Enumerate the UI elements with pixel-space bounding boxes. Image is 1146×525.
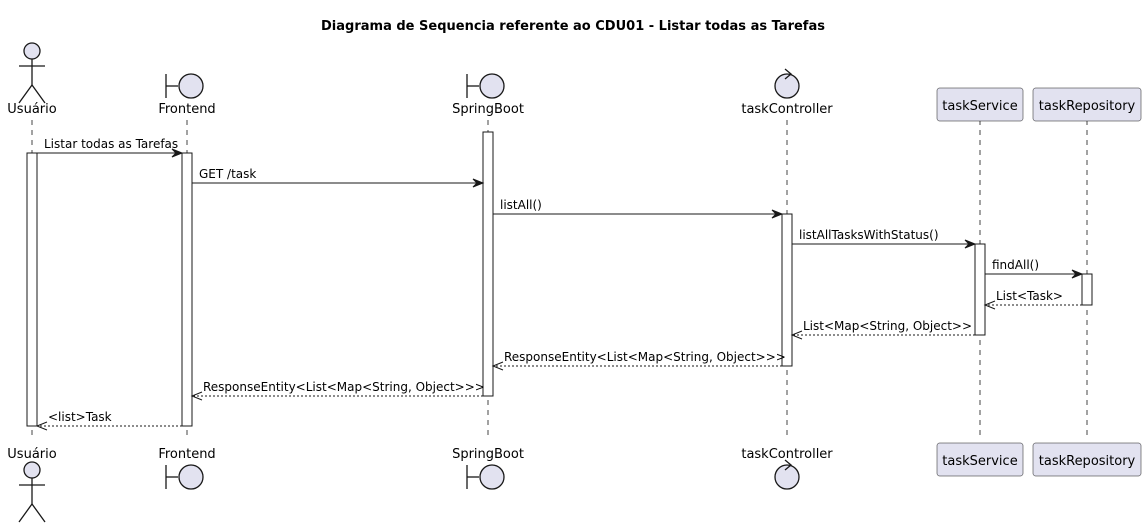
usuario-bottom-actor-legs xyxy=(18,502,46,523)
message-7-arrowhead xyxy=(790,330,803,340)
message-5-label: findAll() xyxy=(992,258,1039,272)
message-7-label: List<Map<String, Object>> xyxy=(803,319,972,333)
taskcontroller-top-control-arrow xyxy=(784,68,793,80)
usuario-top-actor-legs xyxy=(18,83,46,104)
message-5-arrowhead xyxy=(1071,269,1084,279)
message-8: ResponseEntity<List<Map<String, Object>>… xyxy=(491,350,786,371)
message-6-arrowhead xyxy=(983,300,996,310)
message-10-label: <list>Task xyxy=(48,410,112,424)
message-2-arrowhead xyxy=(472,178,485,188)
message-9-label: ResponseEntity<List<Map<String, Object>>… xyxy=(203,380,485,394)
taskcontroller-bottom-control-circle xyxy=(774,464,800,490)
taskservice-top-box xyxy=(936,87,1024,122)
message-3-label: listAll() xyxy=(500,198,542,212)
usuario-bottom-actor-head xyxy=(23,461,41,479)
frontend-top-boundary-circle xyxy=(178,73,204,99)
message-6: List<Task> xyxy=(983,289,1082,310)
participant-taskservice-top: taskService xyxy=(936,87,1024,122)
springboot-bottom-boundary-circle xyxy=(479,464,505,490)
message-9-arrowhead xyxy=(190,391,203,401)
participant-usuario-bottom: Usuário xyxy=(7,447,57,523)
message-9: ResponseEntity<List<Map<String, Object>>… xyxy=(190,380,485,401)
taskrepository-top-label: taskRepository xyxy=(1039,99,1136,114)
participant-springboot-top: SpringBoot xyxy=(452,73,524,117)
message-2: GET /task xyxy=(192,167,485,188)
diagram-title: Diagrama de Sequencia referente ao CDU01… xyxy=(321,19,825,34)
taskcontroller-bottom-control-arrow xyxy=(784,459,793,471)
message-4: listAllTasksWithStatus() xyxy=(792,228,977,249)
message-4-arrowhead xyxy=(964,239,977,249)
participant-frontend-bottom: Frontend xyxy=(158,447,216,490)
message-4-label: listAllTasksWithStatus() xyxy=(799,228,939,242)
message-3: listAll() xyxy=(493,198,784,219)
springboot-top-label: SpringBoot xyxy=(452,102,524,117)
activation-taskservice xyxy=(974,243,986,336)
activation-springboot xyxy=(482,131,494,397)
springboot-top-boundary-circle xyxy=(479,73,505,99)
message-8-arrowhead xyxy=(491,361,504,371)
participant-usuario-top: Usuário xyxy=(7,42,57,117)
taskrepository-bottom-label: taskRepository xyxy=(1039,454,1136,469)
message-8-label: ResponseEntity<List<Map<String, Object>>… xyxy=(504,350,786,364)
activation-frontend xyxy=(181,152,193,427)
message-10-arrowhead xyxy=(35,421,48,431)
usuario-top-actor-head xyxy=(23,42,41,60)
taskrepository-bottom-box xyxy=(1032,442,1142,477)
participant-taskservice-bottom: taskService xyxy=(936,442,1024,477)
taskrepository-top-box xyxy=(1032,87,1142,122)
participant-taskrepository-top: taskRepository xyxy=(1032,87,1142,122)
participant-taskcontroller-bottom: taskController xyxy=(741,447,833,490)
message-10: <list>Task xyxy=(35,410,182,431)
participant-frontend-top: Frontend xyxy=(158,73,216,117)
frontend-bottom-label: Frontend xyxy=(158,447,215,462)
frontend-bottom-boundary-circle xyxy=(178,464,204,490)
message-1-arrowhead xyxy=(171,148,184,158)
taskcontroller-top-label: taskController xyxy=(741,102,833,117)
message-3-arrowhead xyxy=(771,209,784,219)
frontend-top-label: Frontend xyxy=(158,102,215,117)
taskservice-bottom-box xyxy=(936,442,1024,477)
message-6-label: List<Task> xyxy=(996,289,1063,303)
taskservice-top-label: taskService xyxy=(942,99,1017,114)
taskcontroller-bottom-label: taskController xyxy=(741,447,833,462)
participant-springboot-bottom: SpringBoot xyxy=(452,447,524,490)
message-1-label: Listar todas as Tarefas xyxy=(44,137,178,151)
springboot-bottom-label: SpringBoot xyxy=(452,447,524,462)
message-7: List<Map<String, Object>> xyxy=(790,319,975,340)
activation-usuario xyxy=(26,152,38,427)
taskcontroller-top-control-circle xyxy=(774,73,800,99)
participant-taskrepository-bottom: taskRepository xyxy=(1032,442,1142,477)
message-2-label: GET /task xyxy=(199,167,256,181)
usuario-bottom-label: Usuário xyxy=(7,447,56,462)
message-5: findAll() xyxy=(985,258,1084,279)
activation-taskcontroller xyxy=(781,213,793,367)
participant-taskcontroller-top: taskController xyxy=(741,68,833,117)
message-1: Listar todas as Tarefas xyxy=(37,137,184,158)
usuario-top-label: Usuário xyxy=(7,102,56,117)
activation-taskrepository xyxy=(1081,273,1093,306)
taskservice-bottom-label: taskService xyxy=(942,454,1017,469)
